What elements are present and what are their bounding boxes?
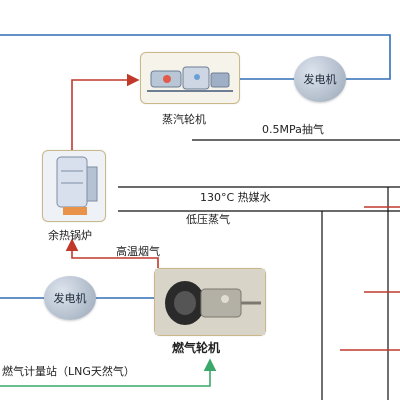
boiler-icon [56, 156, 98, 215]
extraction-steam-label: 0.5MPa抽气 [262, 123, 324, 136]
generator-top-label: 发电机 [303, 73, 337, 86]
generator-bottom: 发电机 [44, 276, 96, 320]
boiler-label: 余热锅炉 [48, 229, 92, 242]
steam-arrow-boiler-to-turbine [71, 73, 140, 150]
fuel-arrow [0, 358, 217, 387]
flue-gas-arrow [65, 238, 159, 268]
power-line-top [0, 34, 391, 80]
steam-turbine-box [140, 52, 240, 104]
generator-top: 发电机 [294, 56, 346, 102]
low-pressure-steam-label: 低压蒸气 [186, 213, 230, 226]
flue-gas-label: 高温烟气 [116, 245, 160, 258]
gas-turbine-box [154, 268, 266, 336]
gas-turbine-label: 燃气轮机 [172, 341, 221, 355]
gas-station-label: 燃气计量站（LNG天然气） [2, 365, 135, 378]
boiler-box [42, 150, 106, 222]
hot-water-label: 130°C 热媒水 [200, 191, 271, 204]
steam-turbine-label: 蒸汽轮机 [162, 113, 206, 126]
generator-bottom-label: 发电机 [53, 292, 87, 305]
gas-turbine-icon [155, 269, 265, 335]
steam-turbine-icon [147, 66, 233, 92]
